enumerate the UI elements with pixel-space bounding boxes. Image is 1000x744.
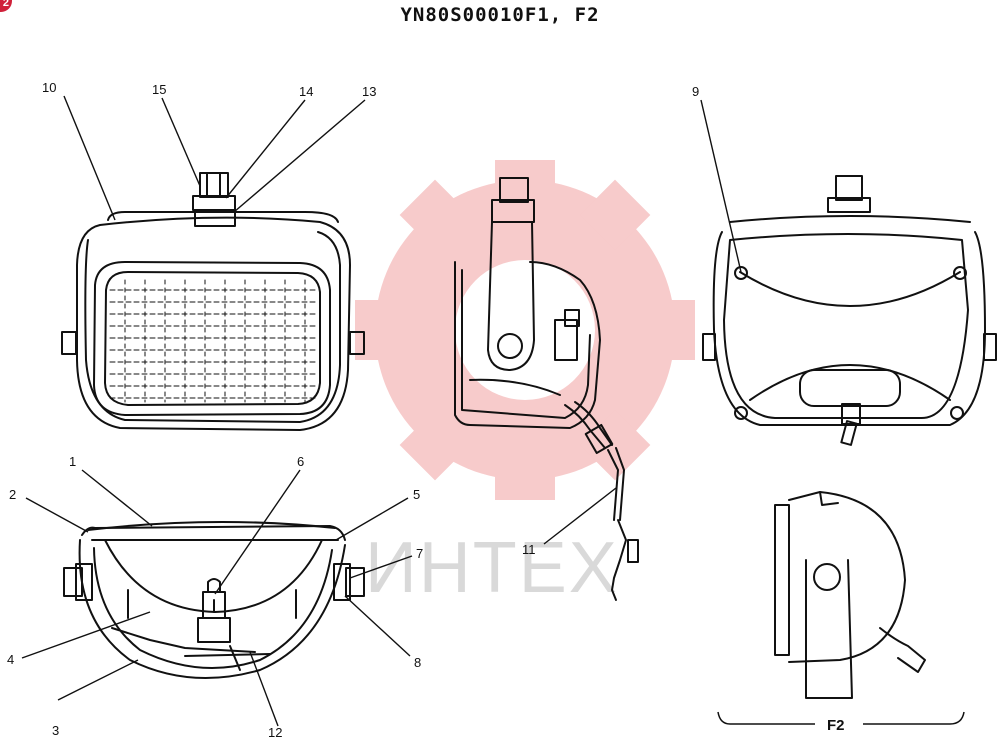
side-view-lamp (454, 177, 639, 601)
callout-1: 1 (69, 454, 76, 469)
callout-15: 15 (152, 82, 166, 97)
callout-11: 11 (522, 542, 536, 557)
callout-4: 4 (7, 652, 14, 667)
view-label-f2: F2 (827, 717, 845, 734)
callout-8: 8 (414, 655, 421, 670)
callout-12: 12 (268, 725, 282, 740)
watermark-text: ИНТЕХ (365, 528, 619, 608)
callout-10: 10 (42, 80, 56, 95)
section-view-lamp (63, 520, 365, 679)
callout-14: 14 (299, 84, 313, 99)
rear-view-lamp (702, 175, 997, 446)
callout-5: 5 (413, 487, 420, 502)
diagram-title: YN80S00010F1, F2 (400, 4, 600, 26)
callout-7: 7 (416, 546, 423, 561)
f2-side-view-lamp (774, 491, 926, 699)
callout-13: 13 (362, 84, 376, 99)
callout-3: 3 (52, 723, 59, 738)
callout-6: 6 (297, 454, 304, 469)
watermark-gear-icon (355, 160, 695, 500)
front-view-lamp (61, 172, 365, 431)
callout-9: 9 (692, 84, 699, 99)
callout-2: 2 (9, 487, 16, 502)
lens-pattern (109, 279, 317, 403)
